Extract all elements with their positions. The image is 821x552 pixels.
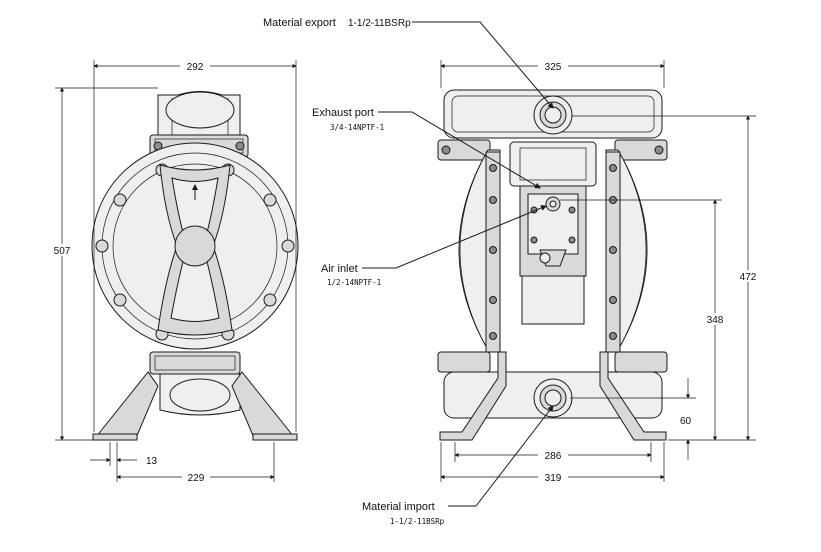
dim-front-width: 325 [545, 62, 562, 73]
exhaust-port-label: Exhaust port [312, 107, 374, 119]
callout-air-inlet: Air inlet 1/2-14NPTF-1 [321, 205, 547, 287]
dim-base-height: 60 [680, 416, 692, 427]
dim-inlet-height: 348 [707, 315, 724, 326]
front-dimensions: 325 472 348 60 286 319 [440, 60, 762, 484]
dim-foot-width: 13 [146, 456, 158, 467]
material-export-label: Material export [263, 17, 336, 29]
side-dimensions: 292 507 13 229 [48, 60, 297, 484]
air-inlet-label: Air inlet [321, 263, 358, 275]
front-view [437, 89, 668, 441]
dim-foot-span: 229 [188, 473, 205, 484]
material-import-label: Material import [362, 501, 435, 513]
callout-material-export: Material export 1-1/2-11BSRp [263, 17, 554, 109]
exhaust-port-spec: 3/4-14NPTF-1 [330, 123, 384, 132]
callout-exhaust-port: Exhaust port 3/4-14NPTF-1 [312, 107, 541, 189]
callout-material-import: Material import 1-1/2-11BSRp [362, 405, 554, 526]
dim-side-width: 292 [187, 62, 204, 73]
material-import-spec: 1-1/2-11BSRp [390, 517, 445, 526]
air-inlet-spec: 1/2-14NPTF-1 [327, 278, 381, 287]
material-export-spec: 1-1/2-11BSRp [348, 18, 411, 29]
dim-foot-span-inner: 286 [545, 451, 562, 462]
dim-front-height: 472 [740, 272, 757, 283]
dim-side-height: 507 [54, 246, 71, 257]
side-view [91, 91, 299, 441]
dim-foot-span-outer: 319 [545, 473, 562, 484]
